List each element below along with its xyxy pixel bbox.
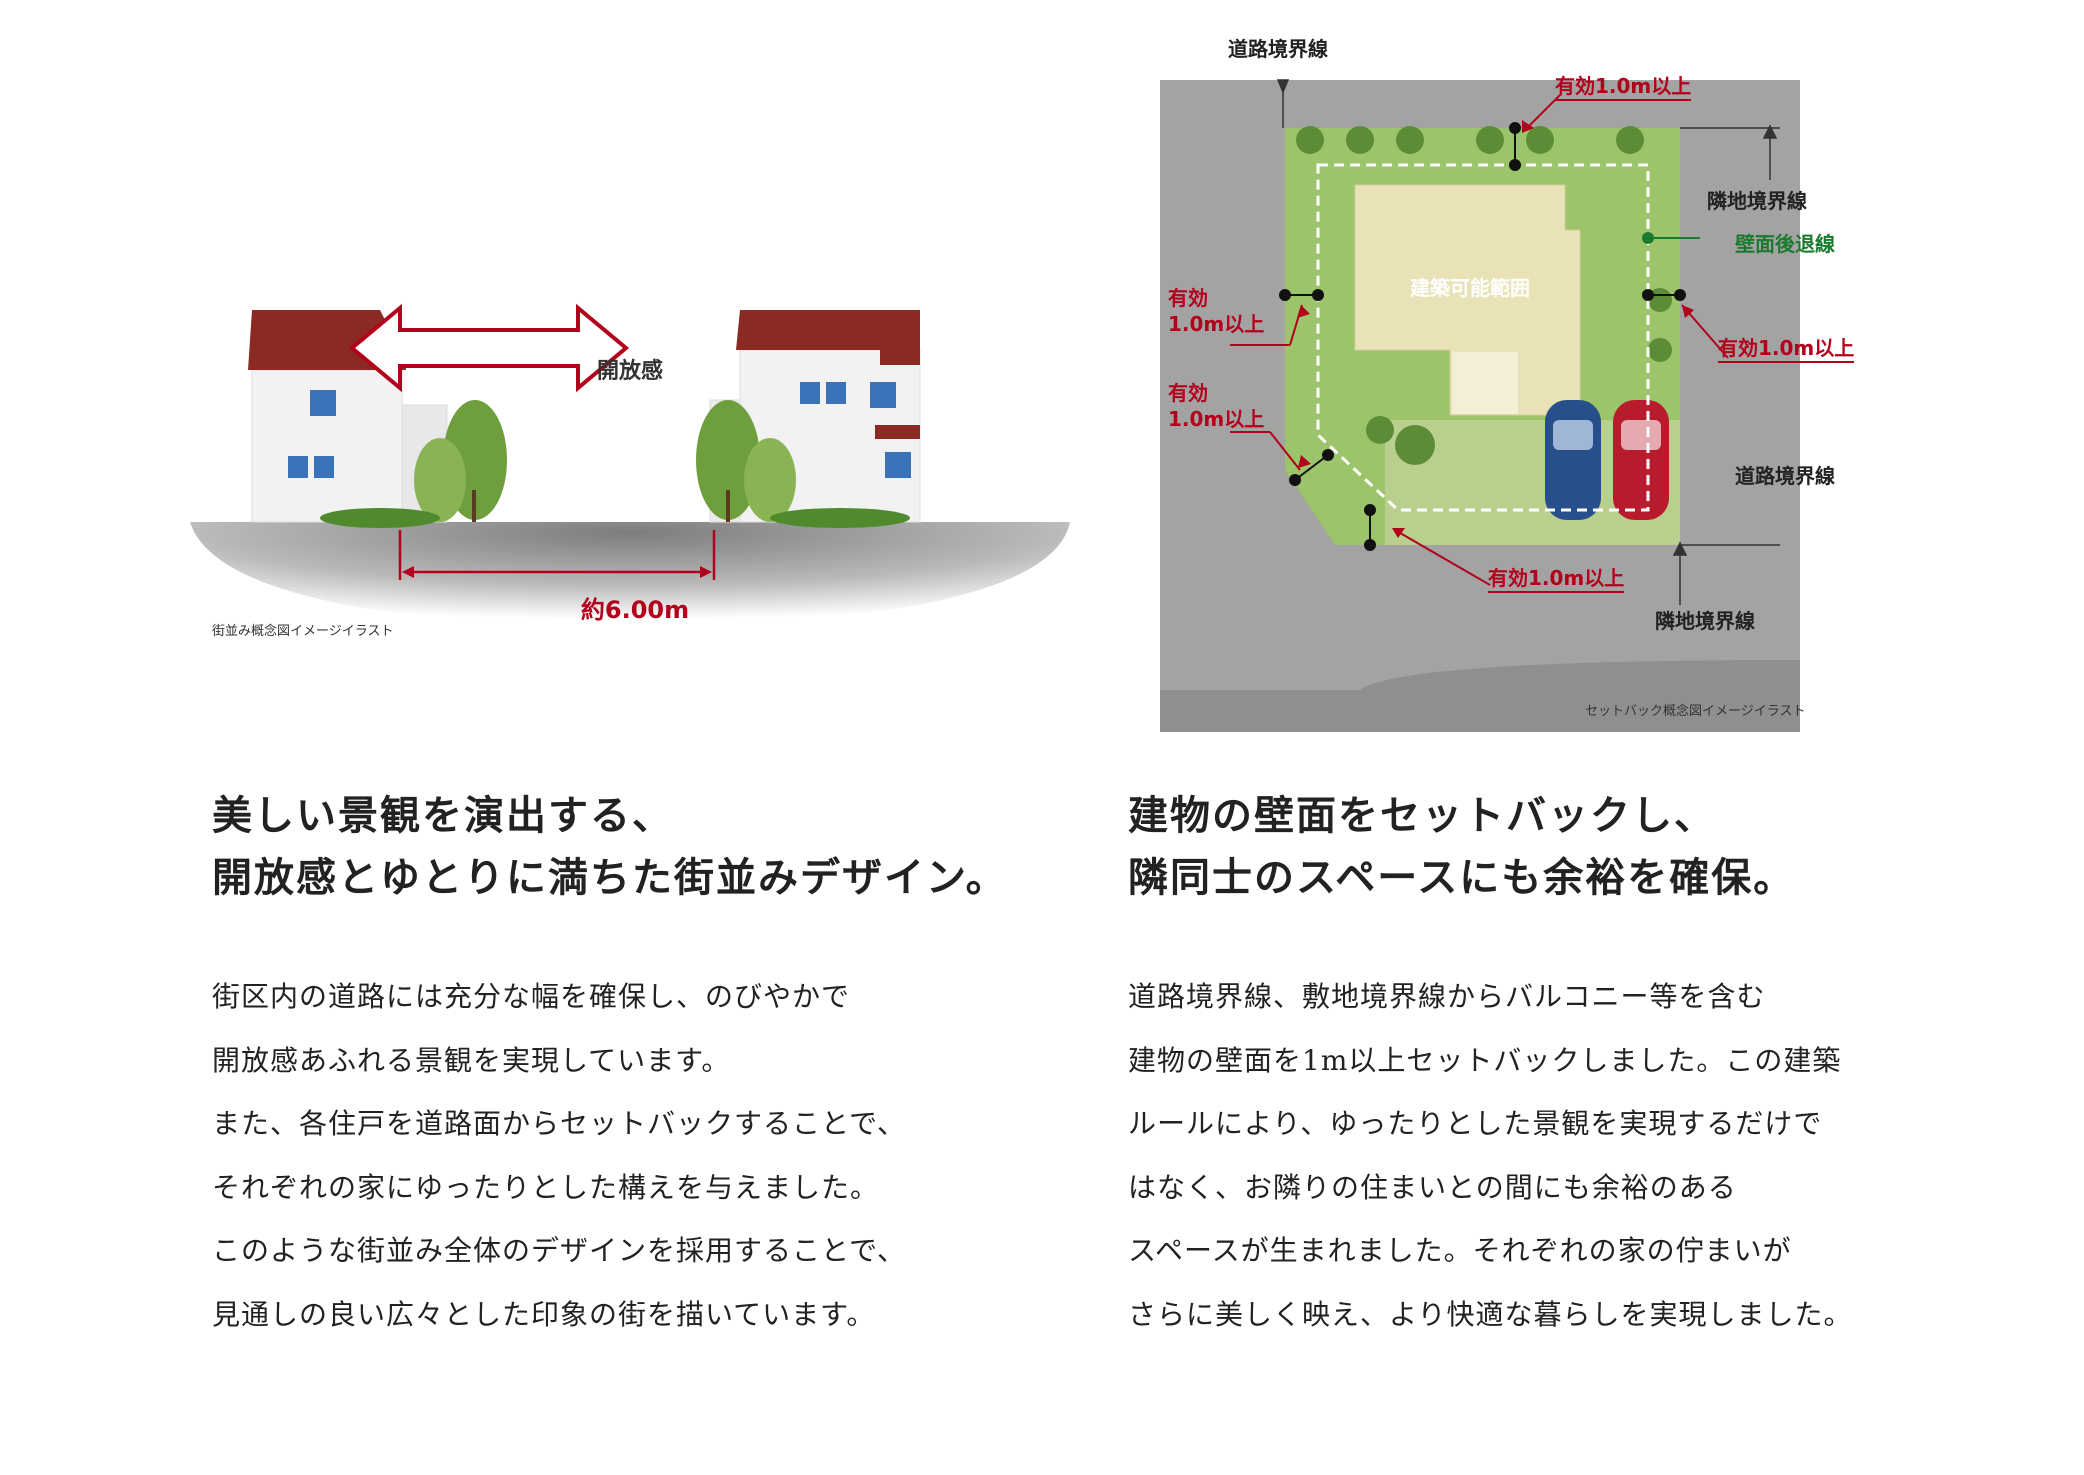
setback-caption: セットバック概念図イメージイラスト [1585,704,1806,719]
wall-setback-label: 壁面後退線 [1735,232,1835,256]
open-feel-label: 開放感 [596,359,663,384]
right-trees [696,400,910,528]
neighbor-boundary-top-label: 隣地境界線 [1707,189,1807,213]
neighbor-boundary-bottom-label: 隣地境界線 [1655,609,1755,633]
road-boundary-top-label: 道路境界線 [1228,37,1328,61]
left-heading: 美しい景観を演出する、 開放感とゆとりに満ちた街並みデザイン。 [212,792,1008,901]
wall-setback-line [1316,163,1650,512]
effective-top-label: 有効1.0m以上 [1555,70,1692,101]
red-car [1613,400,1669,520]
right-heading: 建物の壁面をセットバックし、 隣同士のスペースにも余裕を確保。 [1128,792,1796,901]
left-body: 街区内の道路には充分な幅を確保し、のびやかで 開放感あふれる景観を実現しています… [212,980,907,1331]
streetscape-illustration [190,303,1070,630]
road-surface [190,522,1070,630]
left-trees [320,400,507,528]
open-feel-arrow [348,303,630,393]
setback-markers [1279,122,1686,551]
road-boundary-right-label: 道路境界線 [1735,464,1835,488]
road-width-dimension [398,530,716,580]
setback-diagram [1160,0,1800,732]
buildable-area-label: 建築可能範囲 [1410,276,1530,300]
effective-bottom-label: 有効1.0m以上 [1488,562,1625,593]
shrubs [1296,126,1672,465]
right-body: 道路境界線、敷地境界線からバルコニー等を含む 建物の壁面を1m以上セットバックし… [1128,980,1853,1331]
effective-right-label: 有効1.0m以上 [1718,332,1855,363]
streetscape-caption: 街並み概念図イメージイラスト [212,624,394,639]
effective-left-2-label: 有効 1.0m以上 [1168,381,1265,431]
effective-left-1-label: 有効 1.0m以上 [1168,286,1265,336]
road-width-label: 約6.00m [580,596,690,624]
blue-car [1545,400,1601,520]
red-leaders [1230,94,1729,586]
